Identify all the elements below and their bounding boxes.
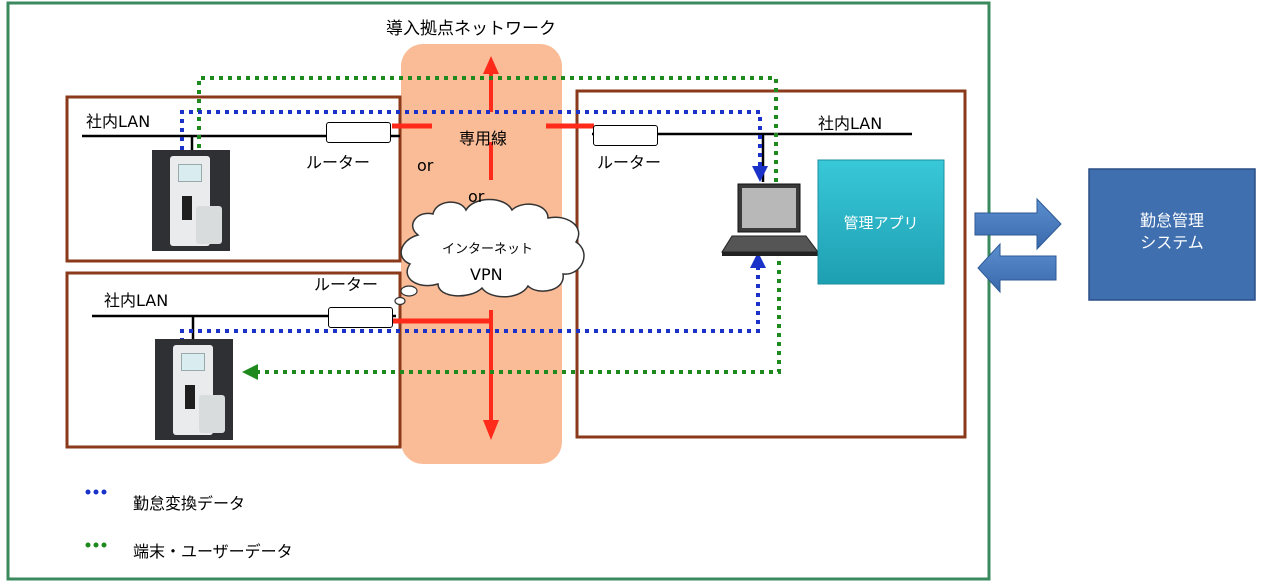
router-label-top-left: ルーター (306, 153, 371, 172)
arrow-left (977, 242, 1057, 294)
cloud-icon (394, 198, 585, 306)
external-system-label: 勤怠管理 システム (1089, 210, 1255, 253)
site-box-top-left (65, 95, 402, 263)
or-label-left: or (417, 156, 434, 175)
lan-label-bottom-left: 社内LAN (104, 291, 169, 310)
diagram-title: 導入拠点ネットワーク (386, 19, 556, 39)
router-label-right: ルーター (597, 153, 662, 172)
router-icon (593, 125, 658, 146)
arrow-right (974, 197, 1062, 251)
external-system-box (1088, 168, 1256, 301)
router-label-bottom-left: ルーター (314, 275, 379, 294)
blue-dotted-bottom (180, 266, 760, 342)
internet-vpn-label-line1: インターネット (442, 242, 534, 257)
internet-vpn-label-line2: VPN (470, 265, 503, 284)
blue-dotted-top (180, 110, 762, 168)
management-app-label: 管理アプリ (843, 214, 919, 232)
legend-label-blue: 勤怠変換データ (133, 494, 246, 513)
external-system-line2: システム (1140, 232, 1204, 252)
outer-frame (6, 1, 991, 581)
dedicated-line-label: 専用線 (459, 129, 508, 148)
lan-label-top-left: 社内LAN (86, 112, 151, 131)
router-icon (326, 122, 391, 143)
legend-label-green: 端末・ユーザーデータ (133, 542, 293, 561)
site-box-bottom-left (65, 271, 402, 449)
laptop-icon (721, 183, 819, 256)
attendance-terminal-icon (152, 150, 230, 251)
or-label-center: or (468, 187, 485, 206)
green-dotted-bottom (256, 252, 781, 374)
router-icon (328, 307, 393, 328)
external-system-line1: 勤怠管理 (1139, 211, 1204, 230)
lan-label-right: 社内LAN (818, 114, 883, 133)
management-app-box (817, 159, 945, 285)
attendance-terminal-icon (155, 339, 233, 440)
